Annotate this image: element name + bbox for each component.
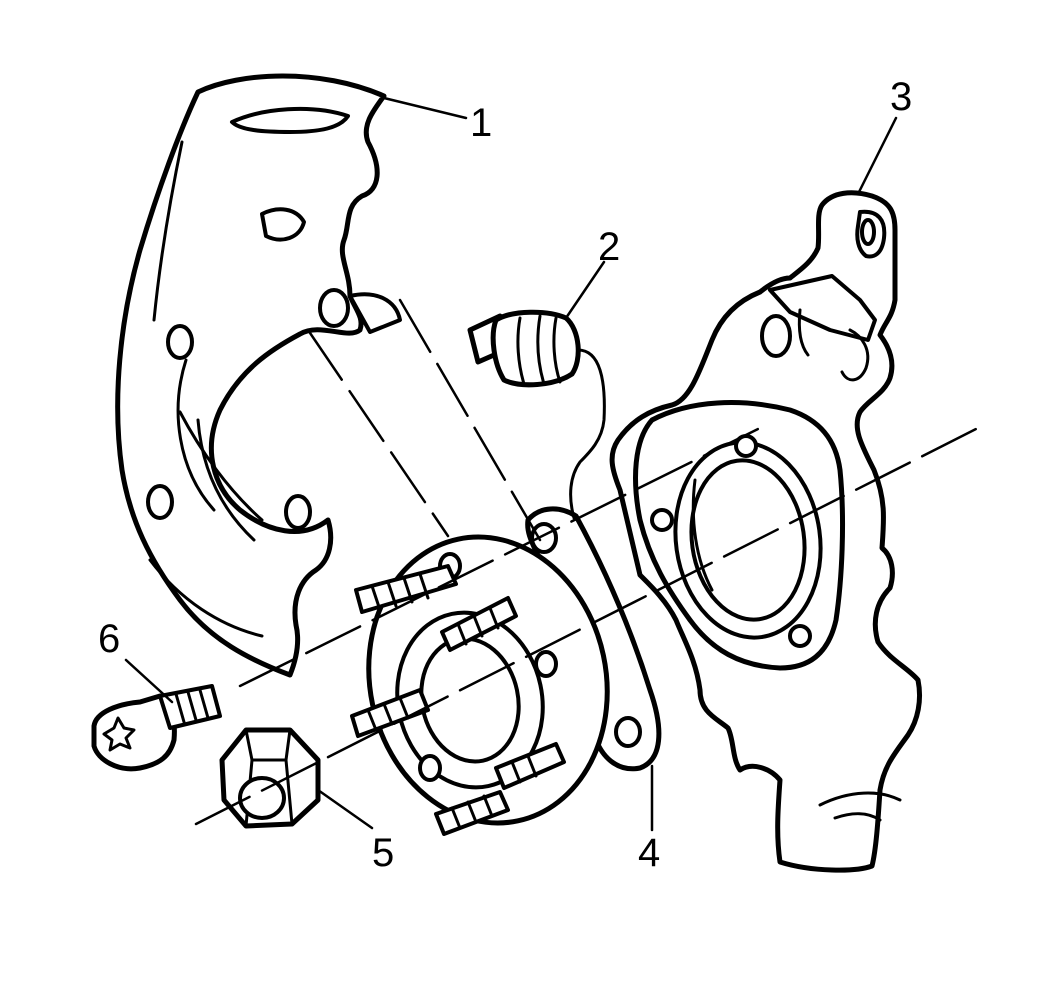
wheel-stud	[440, 596, 518, 652]
wheel-stud	[350, 688, 430, 738]
hub-nut	[219, 727, 321, 829]
wheel-stud	[354, 564, 458, 614]
callout-6: 6	[98, 617, 120, 661]
brake-splash-shield	[115, 73, 402, 678]
callout-labels: 1 2 3 4 5 6	[98, 75, 912, 875]
hub-mounting-bolt	[91, 684, 222, 772]
callout-leaders	[124, 96, 898, 832]
callout-5: 5	[372, 831, 394, 875]
alignment-axes	[194, 298, 980, 826]
callout-3: 3	[890, 75, 912, 119]
callout-4: 4	[638, 831, 660, 875]
steering-knuckle	[609, 190, 923, 873]
wheel-speed-sensor-connector	[467, 309, 606, 520]
wheel-stud	[434, 790, 510, 836]
callout-2: 2	[598, 225, 620, 269]
wheel-stud	[494, 742, 566, 790]
wheel-hub-bearing	[350, 506, 662, 836]
callout-1: 1	[470, 101, 492, 145]
